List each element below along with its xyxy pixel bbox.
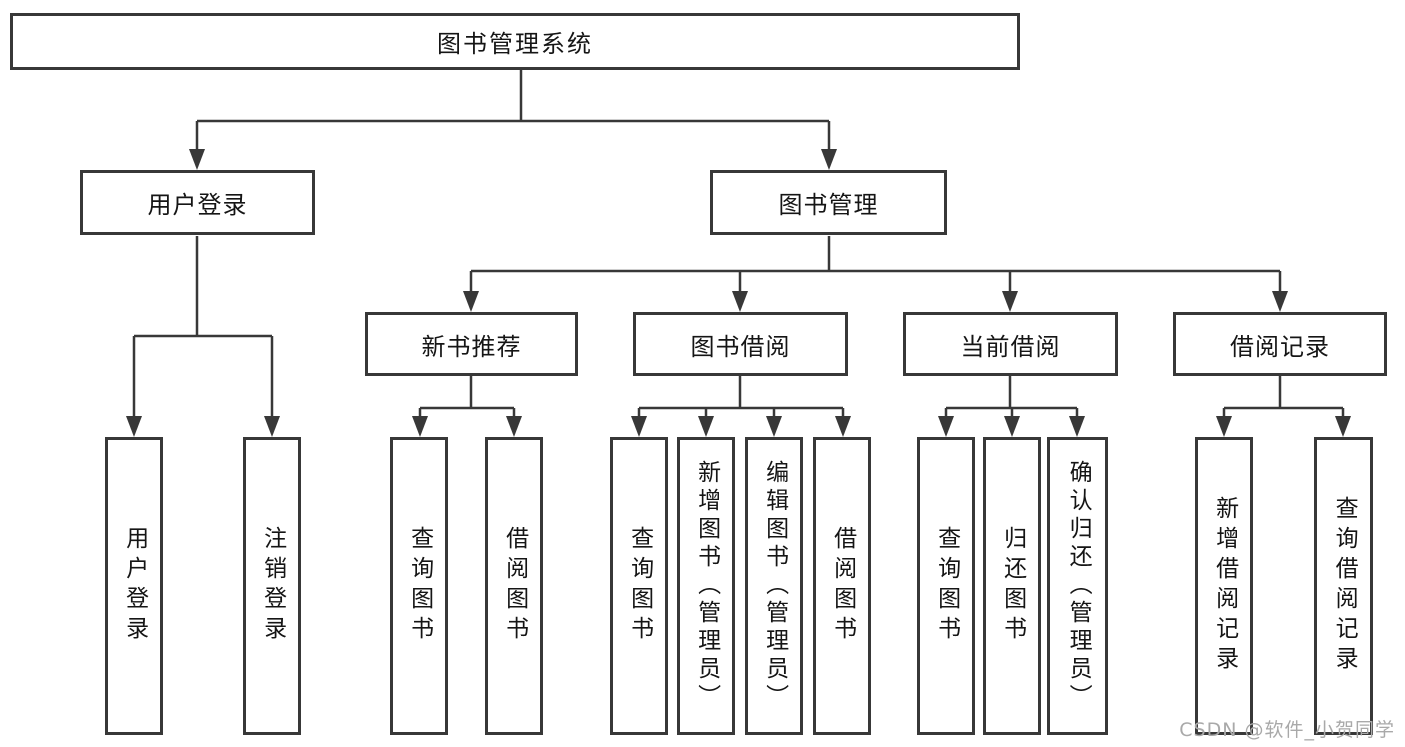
node-current-borrow: 当前借阅 — [903, 312, 1118, 376]
leaf-borrow-books-recommend: 借阅图书 — [485, 437, 543, 735]
leaf-logout: 注销登录 — [243, 437, 301, 735]
csdn-watermark: CSDN @软件_小贺同学 — [1179, 719, 1395, 741]
node-label: 编辑图书（管理员） — [761, 460, 788, 712]
leaf-borrow-books: 借阅图书 — [813, 437, 871, 735]
node-label: 新增图书（管理员） — [693, 460, 720, 712]
leaf-add-borrow-record: 新增借阅记录 — [1195, 437, 1253, 735]
node-label: 借阅记录 — [1230, 332, 1330, 361]
leaf-query-borrow-record: 查询借阅记录 — [1314, 437, 1373, 735]
node-book-management: 图书管理 — [710, 170, 947, 235]
node-label: 查询图书 — [406, 526, 433, 646]
leaf-return-books: 归还图书 — [983, 437, 1041, 735]
node-label: 查询图书 — [626, 526, 653, 646]
node-book-borrow: 图书借阅 — [633, 312, 848, 376]
node-new-book-recommend: 新书推荐 — [365, 312, 578, 376]
node-label: 查询借阅记录 — [1331, 496, 1358, 676]
node-label: 用户登录 — [121, 526, 148, 646]
node-label: 用户登录 — [147, 191, 248, 219]
leaf-query-books-recommend: 查询图书 — [390, 437, 448, 735]
node-borrow-records: 借阅记录 — [1173, 312, 1387, 376]
node-label: 确认归还（管理员） — [1065, 460, 1092, 712]
node-label: 借阅图书 — [829, 526, 856, 646]
node-label: 图书借阅 — [690, 332, 791, 361]
node-label: 归还图书 — [999, 526, 1026, 646]
leaf-query-books-current: 查询图书 — [917, 437, 975, 735]
node-label: 查询图书 — [933, 526, 960, 646]
node-label: 新书推荐 — [421, 332, 522, 361]
leaf-query-books-borrow: 查询图书 — [610, 437, 668, 735]
leaf-add-book-admin: 新增图书（管理员） — [677, 437, 735, 735]
leaf-user-login: 用户登录 — [105, 437, 163, 735]
leaf-confirm-return-admin: 确认归还（管理员） — [1047, 437, 1108, 735]
node-label: 图书管理系统 — [437, 30, 593, 58]
leaf-edit-book-admin: 编辑图书（管理员） — [745, 437, 803, 735]
node-system-root: 图书管理系统 — [10, 13, 1020, 70]
node-label: 图书管理 — [778, 191, 879, 219]
node-user-login: 用户登录 — [80, 170, 315, 235]
node-label: 借阅图书 — [501, 526, 528, 646]
node-label: 注销登录 — [259, 526, 286, 646]
node-label: 当前借阅 — [960, 332, 1061, 361]
node-label: 新增借阅记录 — [1211, 496, 1238, 676]
